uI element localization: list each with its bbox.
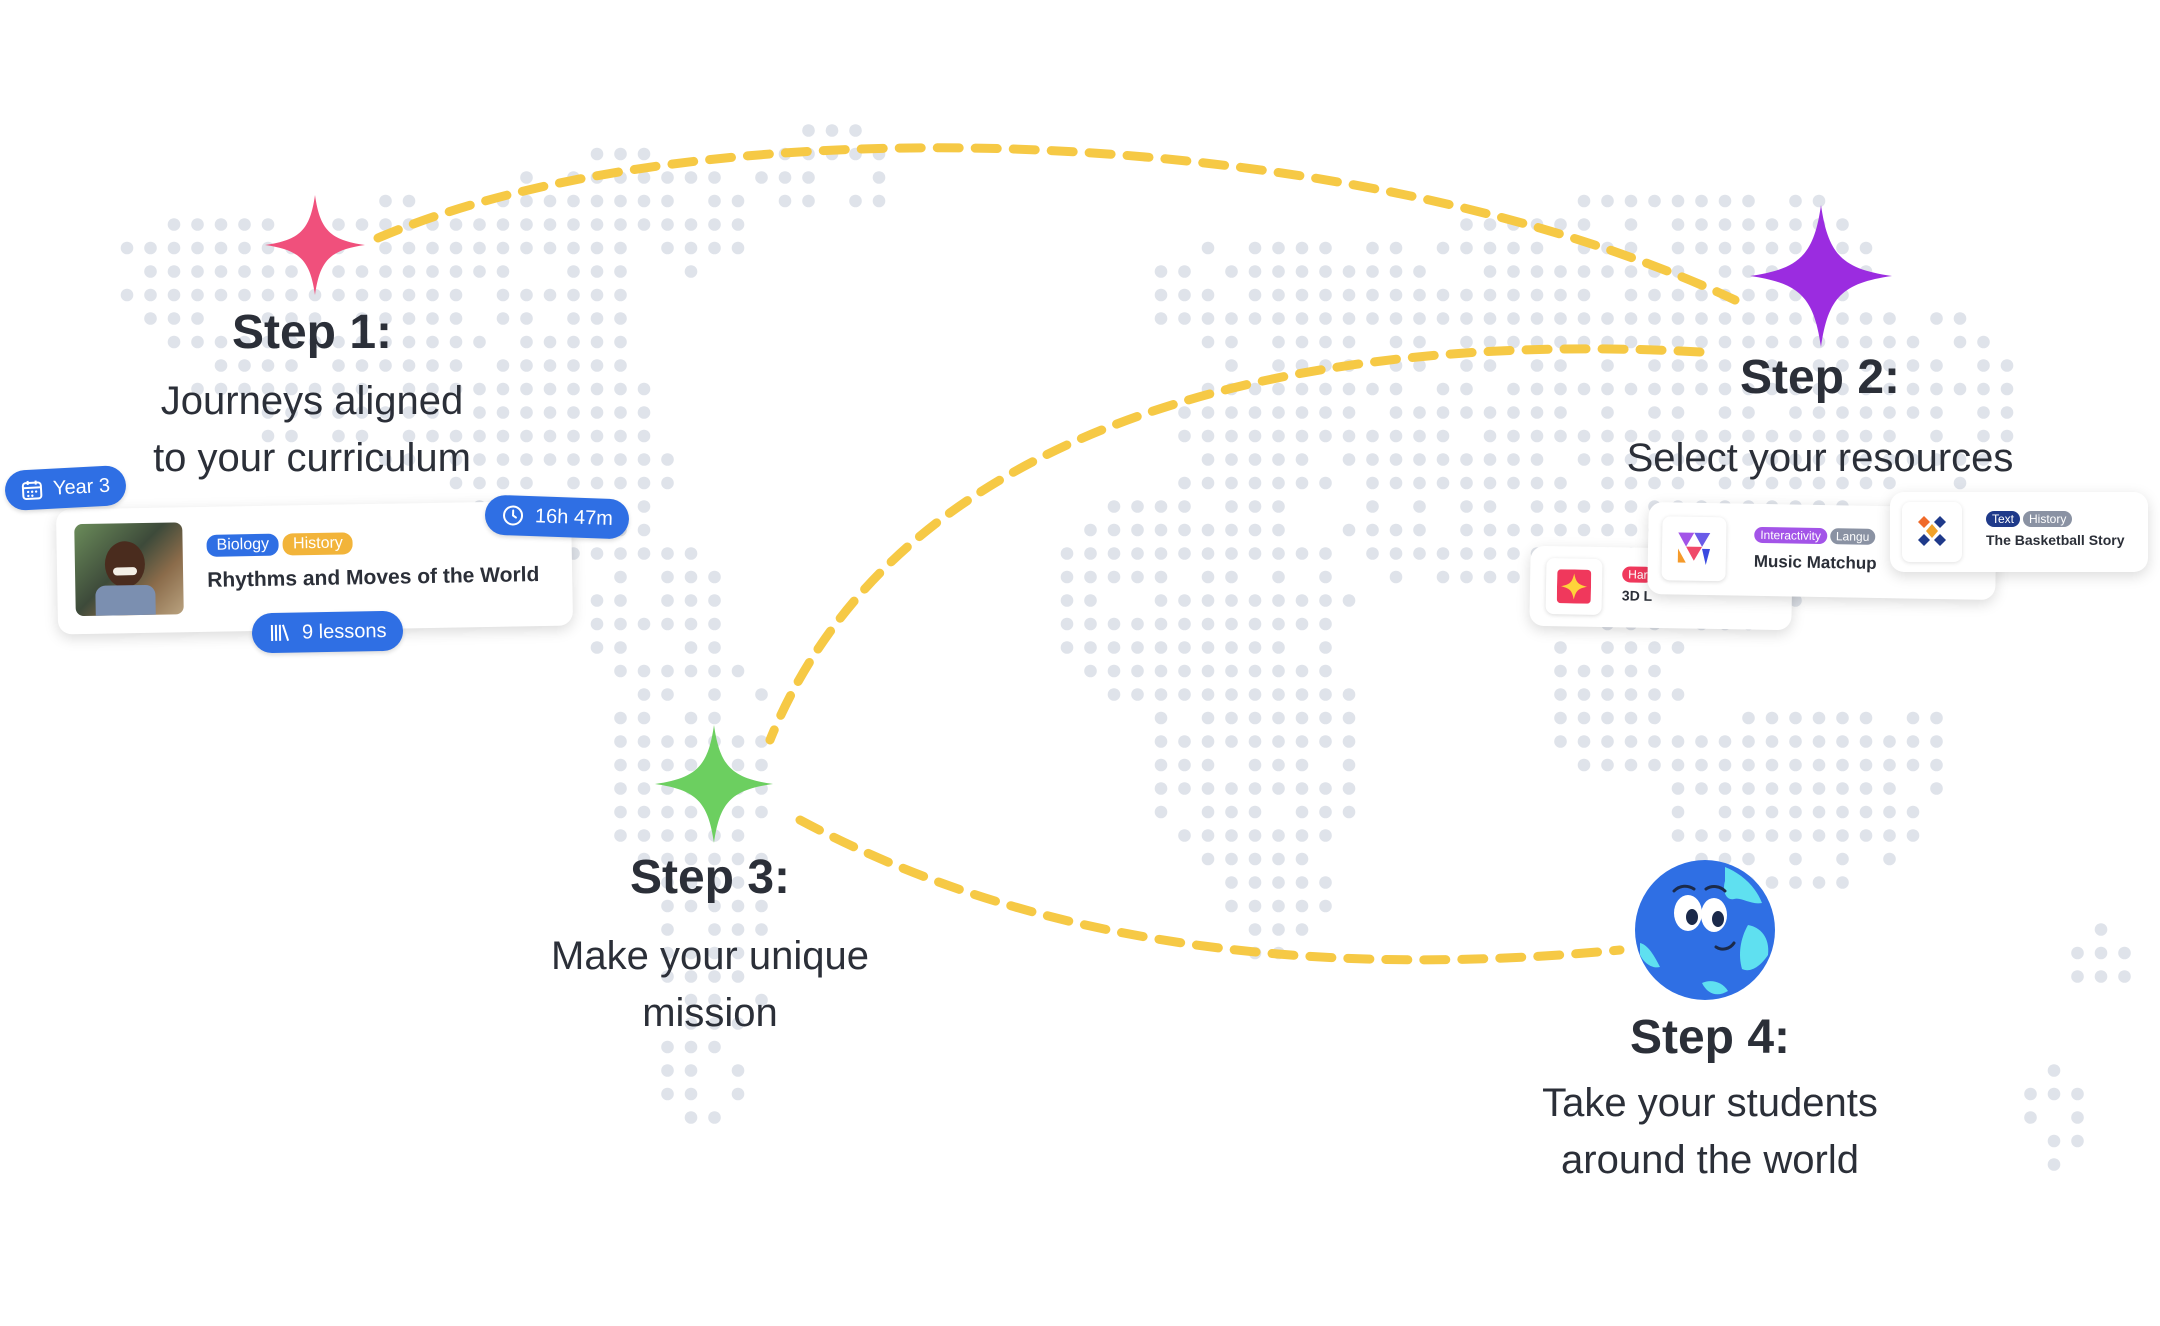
star-step1-icon <box>265 195 365 295</box>
tag-history: History <box>282 532 354 556</box>
star-step3-icon <box>655 725 773 843</box>
route-step2-to-step3 <box>765 344 1705 745</box>
resource2-tag-language: Langu <box>1829 528 1876 545</box>
step1-description-line1: Journeys aligned <box>160 379 464 423</box>
tag-biology: Biology <box>206 533 280 557</box>
journey-thumbnail-image <box>74 522 184 617</box>
diamond-logo-icon <box>1902 502 1962 562</box>
calendar-icon <box>21 480 43 501</box>
step3-description-line2: mission <box>642 991 778 1035</box>
step3-description-line1: Make your unique <box>551 934 869 978</box>
books-icon <box>270 624 290 641</box>
resource2-title: Music Matchup <box>1753 551 1877 573</box>
route-step3-to-step4 <box>795 815 1625 965</box>
resource3-tag-text: Text <box>1986 511 2021 527</box>
resource2-tag-interactivity: Interactivity <box>1754 526 1828 545</box>
step4-title: Step 4: <box>1629 1011 1791 1064</box>
resource-card-1[interactable]: Har 3D L <box>1529 545 1793 631</box>
step1-title: Step 1: <box>231 306 393 359</box>
step2-title: Step 2: <box>1739 351 1901 404</box>
lessons-label: 9 lessons <box>301 619 387 643</box>
globe-mascot-icon <box>1635 860 1775 1000</box>
step1-description-line2: to your curriculum <box>153 436 471 480</box>
step3-title: Step 3: <box>629 851 791 904</box>
triangle-logo-icon <box>1661 516 1727 582</box>
star-step2-icon <box>1750 205 1892 347</box>
step4-description-line2: around the world <box>1561 1138 1859 1182</box>
sparkle-logo-icon <box>1545 557 1603 615</box>
clock-icon <box>503 505 524 526</box>
resource3-title: The Basketball Story <box>1986 532 2125 548</box>
route-step1-to-step2 <box>373 143 1740 305</box>
duration-pill: 16h 47m <box>484 494 630 540</box>
duration-label: 16h 47m <box>534 504 614 530</box>
year-pill: Year 3 <box>4 464 128 512</box>
year-label: Year 3 <box>52 474 111 500</box>
journey-title: Rhythms and Moves of the World <box>207 563 540 592</box>
lessons-pill: 9 lessons <box>251 610 403 654</box>
step2-description: Select your resources <box>1626 436 2014 480</box>
step4-description-line1: Take your students <box>1542 1081 1878 1125</box>
resource1-title: 3D L <box>1621 587 1653 604</box>
resource3-tag-history: History <box>2023 511 2073 527</box>
